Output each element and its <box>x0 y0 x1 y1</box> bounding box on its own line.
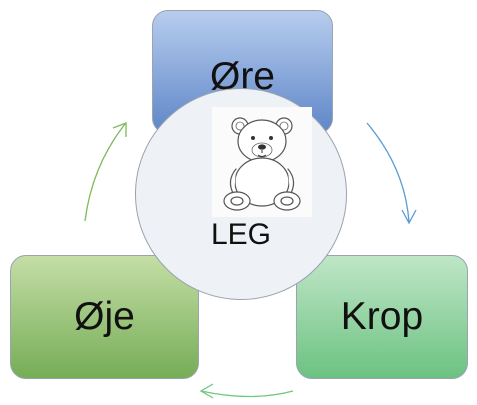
arrowhead-oje-to-ore <box>112 122 127 137</box>
arrowhead-krop-to-oje <box>199 383 214 399</box>
arrowhead-ore-to-krop <box>401 209 417 225</box>
node-oje-label: Øje <box>74 295 135 338</box>
teddy-bear-image <box>212 107 312 217</box>
arrow-oje-to-ore <box>84 123 126 222</box>
node-krop-label: Krop <box>340 295 424 338</box>
center-label: LEG <box>210 218 272 251</box>
node-krop: Krop <box>296 255 468 379</box>
node-oje: Øje <box>10 255 199 379</box>
arrow-ore-to-krop <box>366 122 410 223</box>
arrow-krop-to-oje <box>200 390 294 398</box>
teddy-bear-icon <box>223 117 301 211</box>
